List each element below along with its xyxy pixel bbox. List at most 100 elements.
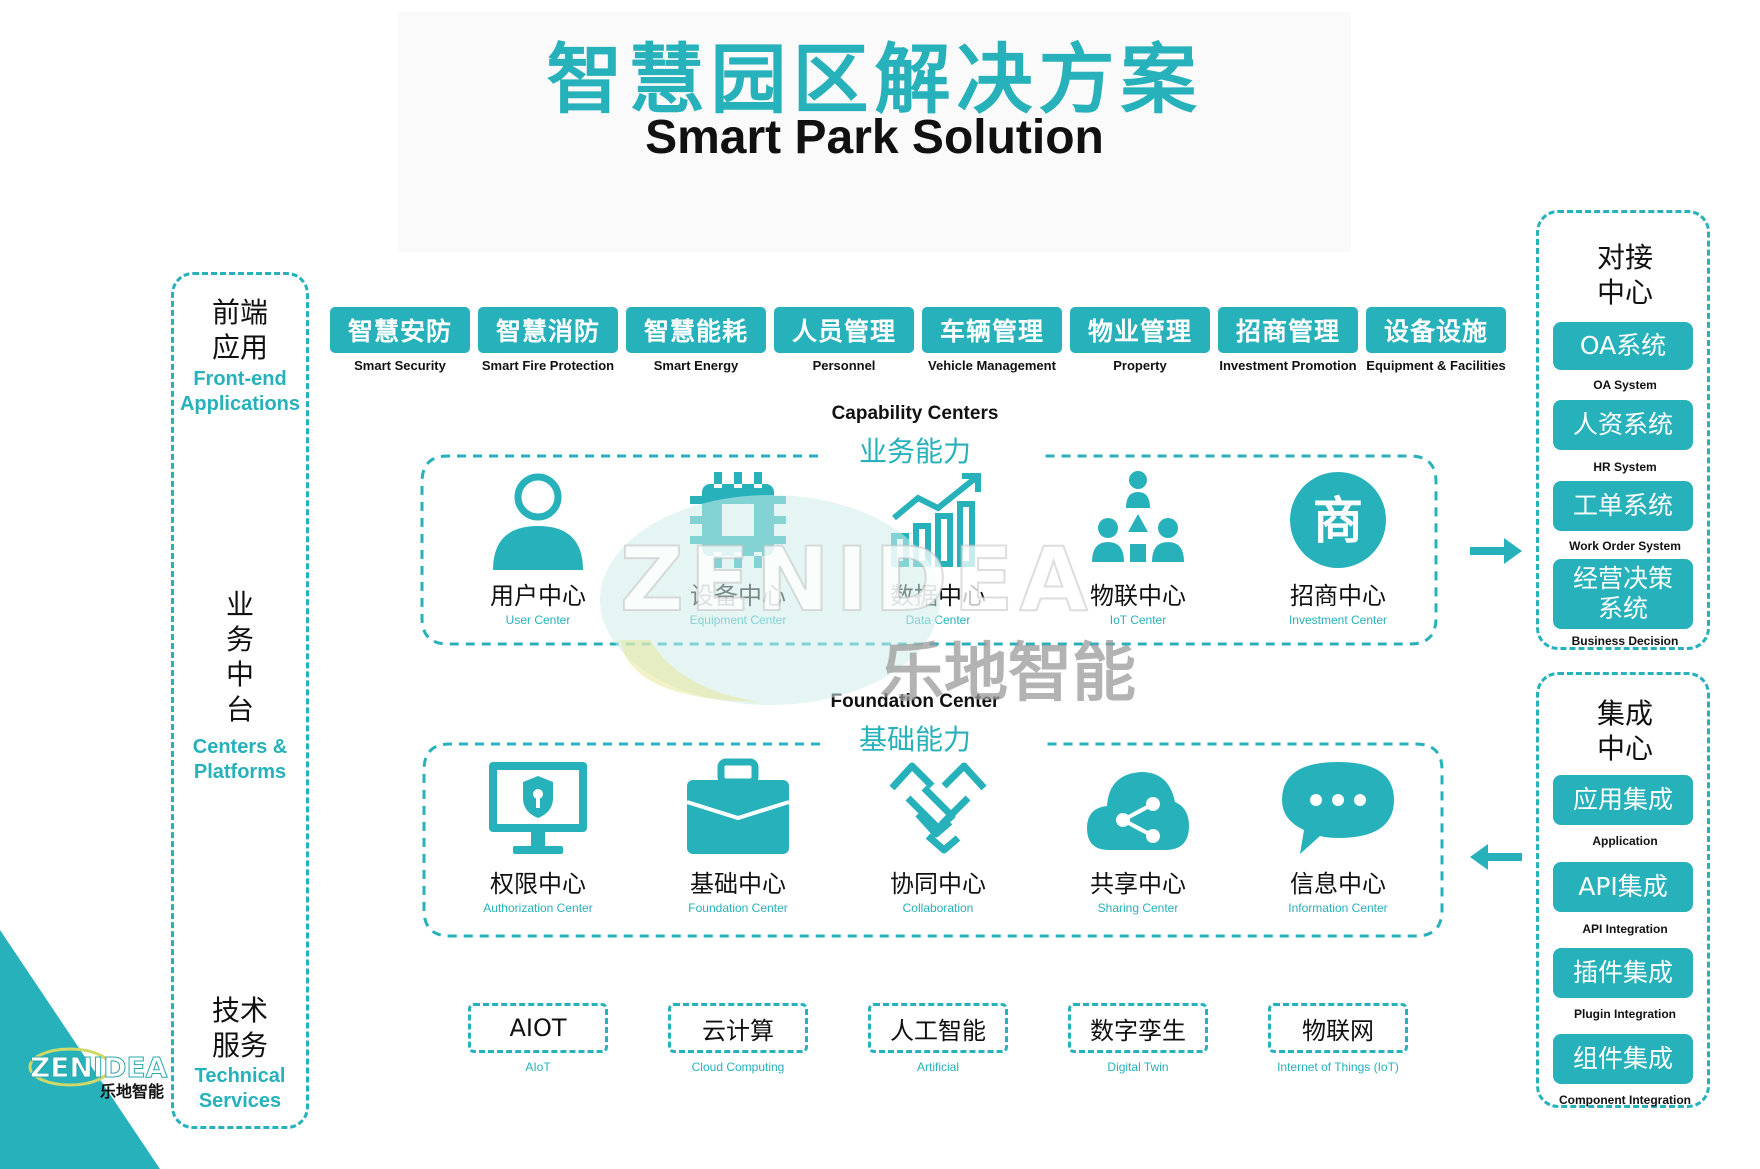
capability-item-en: Equipment Center	[689, 613, 787, 627]
integration-item-application[interactable]: 应用集成	[1553, 775, 1693, 825]
docking-item-business-cn-1: 经营决策	[1572, 564, 1673, 593]
layer-middle-en-1: Centers &	[192, 736, 288, 758]
app-button-personnel[interactable]: 人员管理	[774, 307, 914, 353]
foundation-item-foundation[interactable]: 基础中心 Foundation Center	[643, 758, 833, 915]
docking-item-business-en: Business Decision	[1571, 634, 1679, 648]
capability-item-iot[interactable]: 物联中心 IoT Center	[1043, 470, 1233, 627]
layer-middle-cn-4: 台	[225, 693, 254, 726]
app-label-vehicle: Vehicle Management	[928, 358, 1056, 373]
integration-item-component[interactable]: 组件集成	[1553, 1034, 1693, 1084]
integration-item-api[interactable]: API集成	[1553, 862, 1693, 912]
tech-service-aiot-en: AIoT	[525, 1060, 551, 1074]
tech-service-cloud-en: Cloud Computing	[691, 1060, 785, 1074]
integration-item-component-en: Component Integration	[1559, 1093, 1691, 1107]
foundation-item-cn: 共享中心	[1090, 870, 1186, 898]
chip-icon	[690, 472, 786, 568]
integration-center-title: 集成 中心	[1540, 696, 1710, 766]
docking-item-business-cn-2: 系统	[1597, 594, 1648, 623]
foundation-item-en: Information Center	[1288, 901, 1388, 915]
docking-title-1: 对接	[1596, 241, 1653, 274]
page-title: 智慧园区解决方案	[546, 35, 1203, 124]
app-label-property: Property	[1113, 358, 1167, 373]
app-button-property[interactable]: 物业管理	[1070, 307, 1210, 353]
layer-middle-cn-3: 中	[225, 658, 254, 691]
corner-logo-text: ZENIDEA	[30, 1051, 168, 1084]
app-button-equipment[interactable]: 设备设施	[1366, 307, 1506, 353]
capability-title-en: Capability Centers	[831, 403, 999, 424]
docking-item-work-order[interactable]: 工单系统	[1553, 481, 1693, 531]
corner-brand-logo: ZENIDEA 乐地智能	[28, 1047, 168, 1100]
docking-title-2: 中心	[1596, 276, 1653, 309]
capability-item-user[interactable]: 用户中心 User Center	[443, 470, 633, 627]
layer-tech-cn-2: 服务	[211, 1029, 268, 1062]
layer-middle-en-2: Platforms	[193, 761, 287, 783]
capability-item-cn: 数据中心	[890, 582, 986, 610]
layer-tech-cn-1: 技术	[211, 994, 268, 1027]
layer-middle-title: 业 务 中 台	[171, 587, 309, 727]
monitor-shield-icon	[489, 762, 587, 854]
tech-service-aiot[interactable]: AIOT	[468, 1003, 608, 1053]
integration-item-plugin-en: Plugin Integration	[1574, 1007, 1676, 1021]
foundation-item-en: Sharing Center	[1097, 901, 1179, 915]
briefcase-icon	[686, 758, 790, 854]
layer-middle-cn-1: 业	[225, 588, 254, 621]
foundation-item-sharing[interactable]: 共享中心 Sharing Center	[1043, 758, 1233, 915]
integration-item-api-en: API Integration	[1582, 922, 1668, 936]
docking-center-frame	[1536, 210, 1710, 650]
layer-frontend-en-1: Front-end	[193, 368, 287, 390]
app-button-energy[interactable]: 智慧能耗	[626, 307, 766, 353]
tech-service-digital-twin[interactable]: 数字孪生	[1068, 1003, 1208, 1053]
tech-service-digital-twin-en: Digital Twin	[1107, 1060, 1169, 1074]
foundation-item-information[interactable]: 信息中心 Information Center	[1243, 758, 1433, 915]
cloud-share-icon	[1087, 772, 1189, 850]
header-panel	[398, 12, 1351, 252]
capability-item-cn: 招商中心	[1290, 582, 1386, 610]
integration-center-frame	[1536, 672, 1710, 1108]
foundation-frame	[422, 742, 1444, 938]
docking-item-business[interactable]: 经营决策 系统	[1553, 559, 1693, 629]
shang-badge-text: 商	[1313, 492, 1363, 550]
tech-service-cloud[interactable]: 云计算	[668, 1003, 808, 1053]
layer-tech-en-1: Technical	[194, 1065, 286, 1087]
layer-frontend-en-2: Applications	[179, 393, 300, 415]
layer-frontend-en: Front-end Applications	[171, 367, 309, 417]
app-label-fire: Smart Fire Protection	[481, 358, 615, 373]
docking-item-oa[interactable]: OA系统	[1553, 322, 1693, 370]
app-button-investment[interactable]: 招商管理	[1218, 307, 1358, 353]
chat-bubble-icon	[1282, 762, 1394, 854]
foundation-item-cn: 协同中心	[890, 870, 986, 898]
layer-frontend-title: 前端 应用	[171, 295, 309, 365]
app-button-security[interactable]: 智慧安防	[330, 307, 470, 353]
corner-logo-brand: 乐地智能	[100, 1082, 164, 1100]
integration-item-application-en: Application	[1592, 834, 1658, 848]
docking-item-oa-en: OA System	[1593, 378, 1657, 392]
capability-item-equipment[interactable]: 设备中心 Equipment Center	[643, 470, 833, 627]
app-button-fire[interactable]: 智慧消防	[478, 307, 618, 353]
network-people-icon	[1092, 471, 1184, 562]
foundation-item-en: Collaboration	[902, 901, 974, 915]
foundation-item-cn: 信息中心	[1290, 870, 1386, 898]
layer-tech-en: Technical Services	[171, 1064, 309, 1114]
app-label-equipment: Equipment & Facilities	[1366, 358, 1506, 373]
app-button-vehicle[interactable]: 车辆管理	[922, 307, 1062, 353]
docking-center-title: 对接 中心	[1540, 240, 1710, 310]
tech-service-ai[interactable]: 人工智能	[868, 1003, 1008, 1053]
capability-item-investment[interactable]: 商 招商中心 Investment Center	[1243, 470, 1433, 627]
docking-item-hr[interactable]: 人资系统	[1553, 400, 1693, 450]
app-label-security: Smart Security	[354, 358, 446, 373]
integration-title-2: 中心	[1596, 732, 1653, 765]
capability-title-cn: 业务能力	[858, 435, 971, 468]
tech-service-iot[interactable]: 物联网	[1268, 1003, 1408, 1053]
capability-item-data[interactable]: 数据中心 Data Center	[843, 470, 1033, 627]
foundation-item-collaboration[interactable]: 协同中心 Collaboration	[843, 758, 1033, 915]
foundation-item-cn: 基础中心	[690, 870, 786, 898]
foundation-item-authorization[interactable]: 权限中心 Authorization Center	[443, 758, 633, 915]
capability-item-en: Investment Center	[1288, 613, 1388, 627]
integration-item-plugin[interactable]: 插件集成	[1553, 948, 1693, 998]
capability-item-en: User Center	[505, 613, 571, 627]
tech-service-iot-en: Internet of Things (IoT)	[1277, 1060, 1399, 1074]
integration-title-1: 集成	[1596, 697, 1653, 730]
user-icon	[493, 473, 583, 570]
page-subtitle: Smart Park Solution	[645, 111, 1104, 164]
foundation-item-cn: 权限中心	[490, 870, 586, 898]
